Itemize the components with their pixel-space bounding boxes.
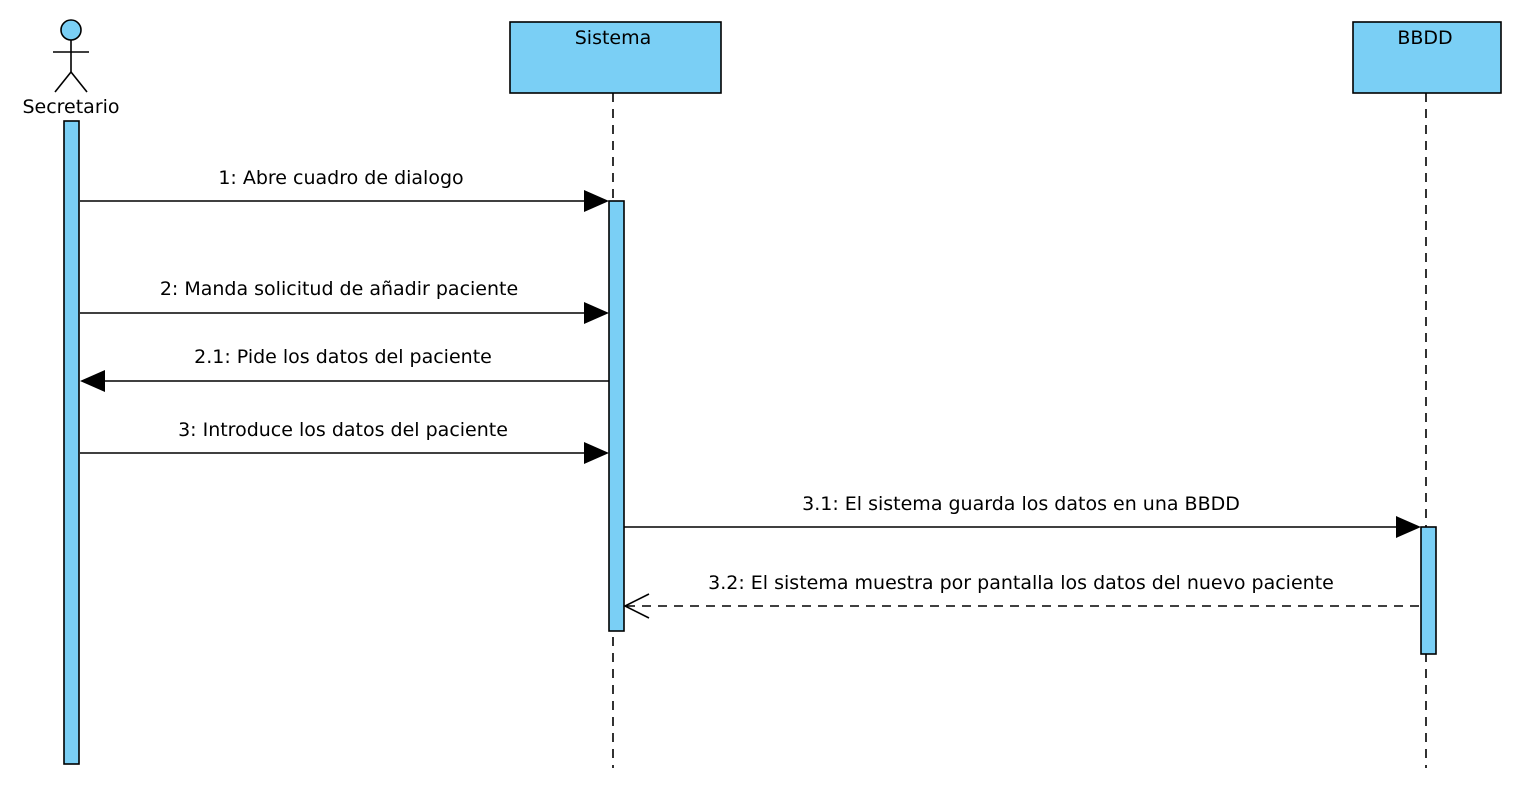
message-label: 3.1: El sistema guarda los datos en una … bbox=[802, 493, 1240, 515]
actor-label-secretario: Secretario bbox=[22, 96, 119, 118]
arrowhead-filled-icon bbox=[584, 190, 609, 212]
arrowhead-filled-icon bbox=[584, 302, 609, 324]
participant-label-bbdd: BBDD bbox=[1397, 27, 1452, 49]
message-1: 1: Abre cuadro de dialogo bbox=[80, 167, 609, 212]
activation-secretario bbox=[63, 120, 80, 765]
actor-secretario: Secretario bbox=[22, 19, 120, 118]
arrowhead-filled-icon bbox=[584, 442, 609, 464]
arrowhead-filled-icon bbox=[80, 370, 105, 392]
arrowhead-filled-icon bbox=[1396, 516, 1421, 538]
message-label: 1: Abre cuadro de dialogo bbox=[218, 167, 463, 189]
message-label: 2: Manda solicitud de añadir paciente bbox=[160, 278, 518, 300]
actor-stick-figure-icon bbox=[53, 19, 89, 93]
message-2: 2: Manda solicitud de añadir paciente bbox=[80, 278, 609, 324]
participant-box-sistema bbox=[509, 21, 722, 94]
message-label: 3: Introduce los datos del paciente bbox=[178, 419, 508, 441]
participant-label-sistema: Sistema bbox=[575, 27, 652, 49]
participant-box-bbdd bbox=[1352, 21, 1502, 94]
message-3-2: 3.2: El sistema muestra por pantalla los… bbox=[623, 572, 1421, 619]
participant-bbdd: BBDD bbox=[1352, 21, 1502, 94]
arrowhead-open-icon bbox=[623, 593, 650, 619]
message-label: 2.1: Pide los datos del paciente bbox=[194, 346, 492, 368]
message-label: 3.2: El sistema muestra por pantalla los… bbox=[708, 572, 1334, 594]
message-3: 3: Introduce los datos del paciente bbox=[80, 419, 609, 464]
activation-sistema bbox=[608, 200, 625, 632]
message-3-1: 3.1: El sistema guarda los datos en una … bbox=[624, 493, 1421, 538]
message-2-1: 2.1: Pide los datos del paciente bbox=[80, 346, 609, 392]
activation-bbdd bbox=[1420, 526, 1437, 655]
participant-sistema: Sistema bbox=[509, 21, 722, 94]
